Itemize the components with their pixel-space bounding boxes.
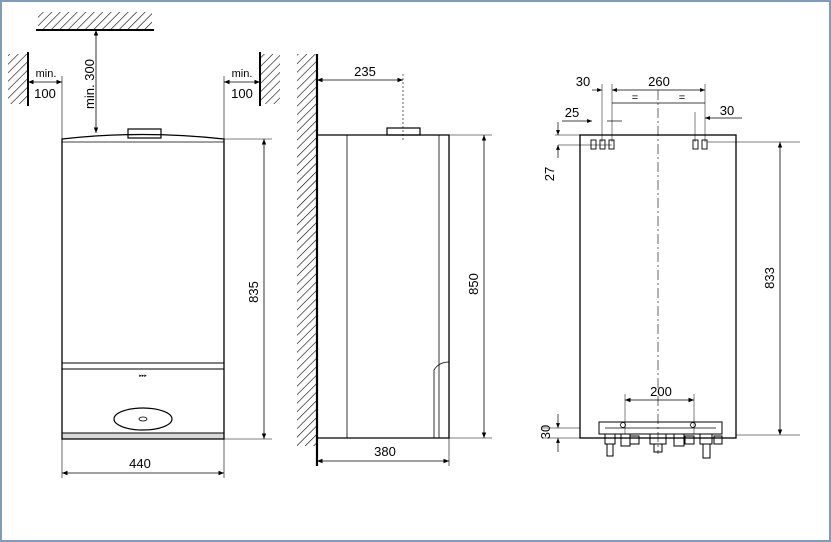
- right-wall-hatch: [260, 54, 280, 104]
- dim-25-value: 25: [565, 105, 579, 120]
- rear-view: 30 260 = = 30 25 27 833 200 30: [538, 74, 800, 459]
- brand-badge: ▸▸▸: [139, 373, 147, 379]
- dim-30-bottom-value: 30: [538, 425, 553, 439]
- dim-200-value: 200: [650, 384, 672, 399]
- left-wall-hatch: [8, 54, 28, 104]
- boiler-side-outline: [316, 134, 450, 439]
- side-view: 235 850 380: [297, 54, 492, 466]
- front-view: ▸▸▸ min. 100 min. 100 min. 300 835 440: [8, 12, 280, 478]
- side-panel-curve: [433, 361, 450, 438]
- right-clearance-value: 100: [231, 86, 253, 101]
- rear-height-value: 833: [762, 267, 777, 289]
- dim-30-right-value: 30: [720, 103, 734, 118]
- right-clearance-min-label: min.: [232, 68, 253, 80]
- equal-right: =: [679, 92, 685, 104]
- pipe-connection-valves: [604, 433, 723, 459]
- left-clearance-value: 100: [34, 86, 56, 101]
- ceiling-hatch: [38, 12, 152, 30]
- flue-collar-side: [386, 127, 421, 136]
- dim-27-value: 27: [542, 167, 557, 181]
- bottom-strip: [62, 433, 224, 439]
- front-width-value: 440: [129, 456, 151, 471]
- flue-collar-front: [127, 128, 162, 139]
- left-clearance-min-label: min.: [36, 68, 57, 80]
- equal-left: =: [632, 92, 638, 104]
- top-fixing-brackets: [590, 139, 708, 150]
- top-clearance-value: min. 300: [82, 59, 97, 109]
- side-height-value: 850: [466, 273, 481, 295]
- side-wall-hatch: [297, 54, 317, 446]
- dim-260-value: 260: [648, 74, 670, 89]
- side-depth-value: 380: [374, 444, 396, 459]
- front-height-value: 835: [246, 281, 261, 303]
- boiler-front-outline: [61, 133, 225, 440]
- connection-rail: [598, 421, 723, 435]
- flue-offset-value: 235: [354, 64, 376, 79]
- control-dial: [113, 407, 173, 431]
- control-dial-center: [138, 416, 148, 422]
- dim-30-left-value: 30: [576, 74, 590, 89]
